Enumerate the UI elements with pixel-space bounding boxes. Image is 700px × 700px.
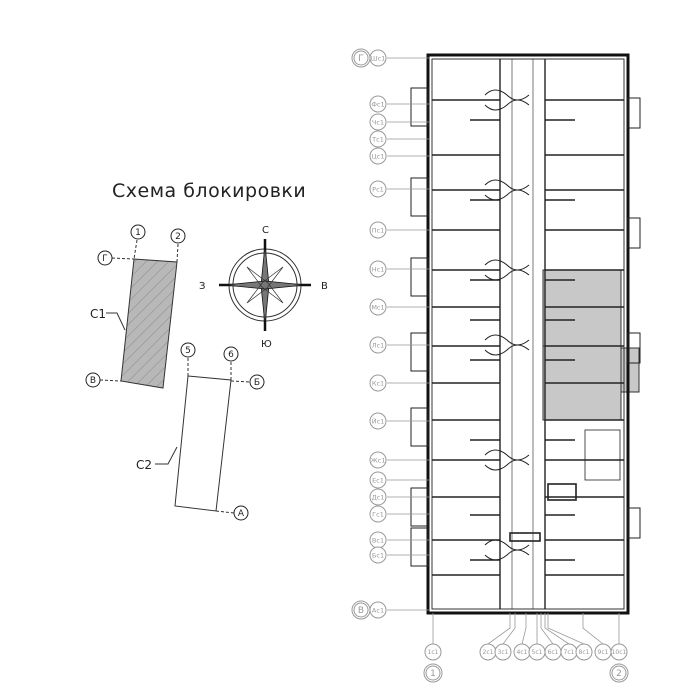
axis-bubble-6: 6	[223, 346, 239, 362]
bottom-mark-4-label: 4с1	[517, 649, 528, 656]
compass-north: С	[262, 225, 269, 236]
axis-bubble-Б: Б	[249, 374, 265, 390]
highlighted-apartment	[542, 269, 622, 347]
axis-bubble-В: В	[85, 372, 101, 388]
left-mark-15-label: Дс1	[372, 493, 385, 501]
axis-bubble-В-label: В	[90, 376, 96, 386]
axis-bubble-1-label: 1	[135, 228, 141, 238]
left-mark-17-label: Вс1	[372, 536, 384, 544]
bottom-mark-3-label: 3с1	[498, 649, 509, 656]
bottom-mark-3: 3с1	[494, 643, 512, 661]
bottom-mark-1: 1с1	[424, 643, 442, 661]
c2-label: С2	[136, 458, 152, 472]
bottom-mark-2-label: 2с1	[483, 649, 494, 656]
left-mark-4-label: Тс1	[371, 135, 384, 143]
left-mark-1: Шс1	[369, 49, 387, 67]
axis-bubble-2: 2	[170, 228, 186, 244]
compass-east: В	[321, 281, 328, 292]
left-mark-8-label: Нс1	[372, 265, 385, 273]
axis-bubble-А-label: А	[238, 509, 245, 519]
axis-bubble-bottom-label: В	[358, 606, 364, 616]
axis-bubble-Б-label: Б	[254, 378, 260, 388]
left-mark-12-label: Йс1	[372, 416, 385, 425]
axis-bubble-5: 5	[180, 342, 196, 358]
axis-bubble-1: 1	[130, 224, 146, 240]
axis-bubble-col-2: 2	[609, 663, 629, 683]
axis-bubble-Г-label: Г	[102, 254, 108, 264]
axis-bubble-Г: Г	[97, 250, 113, 266]
bottom-mark-8: 8с1	[575, 643, 593, 661]
left-mark-4: Тс1	[369, 130, 387, 148]
block-c2	[174, 375, 232, 512]
left-mark-5: Цс1	[369, 147, 387, 165]
left-mark-3: Чс1	[369, 113, 387, 131]
bottom-mark-9: 9с1	[594, 643, 612, 661]
axis-bubble-2-label: 2	[175, 232, 181, 242]
scheme-title: Схема блокировки	[112, 180, 307, 202]
left-mark-5-label: Цс1	[372, 152, 385, 160]
bottom-mark-10-label: 10с1	[612, 649, 627, 656]
left-mark-11: Кс1	[369, 374, 387, 392]
c1-label: С1	[90, 307, 106, 321]
left-mark-19-label: Ас1	[372, 606, 384, 614]
axis-bubble-5-label: 5	[185, 346, 191, 356]
axis-bubble-col-2-label: 2	[616, 669, 622, 679]
left-mark-6: Рс1	[369, 180, 387, 198]
left-mark-6-label: Рс1	[372, 185, 384, 193]
left-mark-18: Бс1	[369, 546, 387, 564]
left-mark-3-label: Чс1	[372, 118, 384, 126]
left-mark-16-label: Гс1	[372, 510, 384, 518]
floor-plan: Шс1Фс1Чс1Тс1Цс1Рс1Пс1Нс1Мс1Лс1Кс1Йс1Жс1Е…	[351, 48, 641, 683]
left-mark-9: Мс1	[369, 298, 387, 316]
bottom-mark-1-label: 1с1	[428, 649, 439, 656]
bottom-mark-7: 7с1	[560, 643, 578, 661]
axis-bubble-bottom: В	[351, 600, 371, 620]
left-mark-2: Фс1	[369, 95, 387, 113]
compass-rose: С Ю З В	[199, 225, 328, 350]
axis-bubble-col-1-label: 1	[430, 669, 436, 679]
bottom-mark-8-label: 8с1	[579, 649, 590, 656]
left-mark-13: Жс1	[369, 451, 387, 469]
left-mark-19: Ас1	[369, 601, 387, 619]
bottom-mark-4: 4с1	[513, 643, 531, 661]
left-mark-1-label: Шс1	[371, 54, 386, 62]
compass-west: З	[199, 281, 205, 292]
bottom-mark-10: 10с1	[610, 643, 628, 661]
bottom-mark-7-label: 7с1	[564, 649, 575, 656]
bottom-mark-5-label: 5с1	[532, 649, 543, 656]
bottom-mark-5: 5с1	[528, 643, 546, 661]
left-mark-12: Йс1	[369, 412, 387, 430]
left-mark-7: Пс1	[369, 221, 387, 239]
c1-leader	[106, 312, 126, 331]
left-mark-16: Гс1	[369, 505, 387, 523]
left-mark-2-label: Фс1	[371, 100, 384, 108]
left-mark-18-label: Бс1	[372, 551, 384, 559]
left-mark-14-label: Ес1	[372, 476, 384, 484]
axis-bubble-col-1: 1	[423, 663, 443, 683]
bottom-mark-6: 6с1	[544, 643, 562, 661]
left-mark-8: Нс1	[369, 260, 387, 278]
left-mark-11-label: Кс1	[372, 379, 384, 387]
compass-south: Ю	[261, 339, 272, 350]
left-mark-13-label: Жс1	[371, 456, 386, 464]
blocking-scheme: 1 2 5 6 Г В Б А С1 С2	[85, 224, 265, 521]
left-mark-15: Дс1	[369, 488, 387, 506]
axis-bubble-А: А	[233, 505, 249, 521]
left-mark-17: Вс1	[369, 531, 387, 549]
left-mark-14: Ес1	[369, 471, 387, 489]
left-mark-7-label: Пс1	[372, 226, 385, 234]
left-mark-9-label: Мс1	[371, 303, 384, 311]
bottom-mark-9-label: 9с1	[598, 649, 609, 656]
left-mark-10: Лс1	[369, 336, 387, 354]
bottom-mark-6-label: 6с1	[548, 649, 559, 656]
bottom-mark-2: 2с1	[479, 643, 497, 661]
axis-bubble-top-label: Г	[358, 54, 364, 64]
left-mark-10-label: Лс1	[372, 341, 385, 349]
block-c1	[120, 258, 178, 389]
c2-leader	[155, 446, 178, 465]
axis-bubble-top: Г	[351, 48, 371, 68]
axis-bubble-6-label: 6	[228, 350, 234, 360]
